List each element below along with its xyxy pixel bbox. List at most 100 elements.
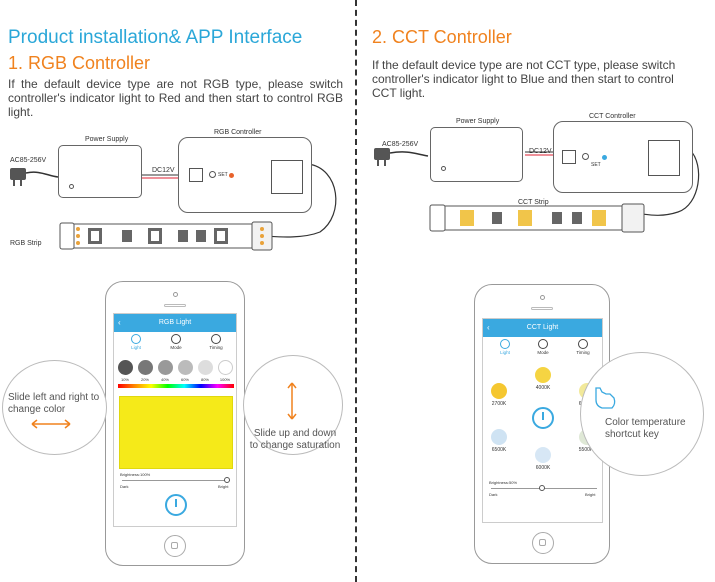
hue-slider[interactable]: [118, 384, 234, 388]
dc-terminal: [189, 168, 203, 182]
cct-preset-label: 5500K: [578, 447, 594, 453]
cct-strip-label: CCT Strip: [518, 199, 549, 206]
bright-label: Bright: [585, 492, 596, 497]
cct-instructions: If the default device type are not CCT t…: [372, 58, 676, 100]
cct-preset-label: 2700K: [491, 401, 507, 407]
cct-phone: ‹ CCT Light Light Mode Timing 4000K 2700…: [474, 284, 610, 564]
dark-label: Dark: [120, 484, 129, 489]
dark-label: Dark: [489, 492, 498, 497]
bulb-icon: [500, 339, 510, 349]
cct-terminal-block: [648, 140, 680, 176]
ac-plug-icon: [10, 168, 59, 186]
ac-plug-icon: [374, 148, 429, 166]
brightness-swatch-100[interactable]: [218, 360, 233, 375]
brightness-swatch-60[interactable]: [178, 360, 193, 375]
color-picker-area[interactable]: [119, 396, 233, 469]
cct-preset-label: 6000K: [535, 465, 551, 471]
camera-icon: [173, 292, 178, 297]
rgb-controller-box: [178, 137, 312, 213]
cct-heading: 2. CCT Controller: [372, 27, 512, 47]
brightness-swatch-80[interactable]: [198, 360, 213, 375]
rgb-terminal-block: [271, 160, 303, 194]
home-button[interactable]: [164, 535, 186, 557]
power-icon[interactable]: [532, 407, 554, 429]
cct-preset-label: 6500K: [491, 447, 507, 453]
rgb-app-bar: ‹ RGB Light: [114, 314, 236, 332]
cct-power-supply-label: Power Supply: [456, 118, 500, 125]
brightness-slider-thumb[interactable]: [224, 477, 230, 483]
cct-wiring-diagram: [374, 148, 700, 233]
speaker-icon: [164, 304, 186, 307]
rgb-instructions: If the default device type are not RGB t…: [8, 77, 343, 119]
percent-label: 80%: [200, 377, 209, 382]
dc-terminal: [562, 150, 576, 164]
cct-preset-6500k[interactable]: [491, 429, 507, 445]
rgb-power-supply-label: Power Supply: [85, 136, 129, 143]
cct-dc-label: DC12V: [529, 148, 552, 155]
rgb-set-label: SET: [218, 172, 228, 178]
page-title: Product installation& APP Interface: [8, 27, 303, 48]
rgb-app-title: RGB Light: [158, 319, 192, 326]
power-led-icon: [441, 166, 446, 171]
tab-timing[interactable]: Timing: [196, 334, 236, 350]
cct-set-label: SET: [591, 162, 601, 168]
cct-controller-box: [553, 121, 693, 193]
rgb-strip-label: RGB Strip: [10, 240, 42, 247]
brightness-swatch-10[interactable]: [118, 360, 133, 375]
camera-icon: [540, 295, 545, 300]
back-icon[interactable]: ‹: [118, 318, 121, 327]
bright-label: Bright: [218, 484, 229, 489]
callout-left-text: Slide left and right to change color: [8, 392, 100, 415]
percent-label: 60%: [180, 377, 189, 382]
red-indicator-icon: [229, 173, 234, 178]
home-button[interactable]: [532, 532, 554, 554]
cct-preset-6000k[interactable]: [535, 447, 551, 463]
percent-label: 100%: [219, 377, 231, 382]
brightness-slider[interactable]: [122, 480, 230, 481]
blue-indicator-icon: [602, 155, 607, 160]
brightness-swatch-40[interactable]: [158, 360, 173, 375]
callout-cct-text: Color temperature shortcut key: [605, 417, 686, 440]
cct-preset-4000k[interactable]: [535, 367, 551, 383]
power-icon[interactable]: [165, 494, 187, 516]
percent-label: 20%: [140, 377, 149, 382]
rgb-heading: 1. RGB Controller: [8, 53, 151, 73]
timer-icon: [211, 334, 221, 344]
bulb-icon: [131, 334, 141, 344]
callout-right-text: Slide up and down to change saturation: [249, 428, 341, 451]
rgb-controller-label: RGB Controller: [214, 129, 262, 136]
tab-mode[interactable]: Mode: [156, 334, 196, 350]
section-divider: [355, 0, 357, 582]
cct-ac-label: AC85-256V: [382, 141, 419, 148]
mode-icon: [538, 339, 548, 349]
strip-leds: [460, 210, 606, 226]
set-button-icon: [209, 171, 216, 178]
cct-preset-label: 4000K: [535, 385, 551, 391]
brightness-slider-thumb[interactable]: [539, 485, 545, 491]
percent-label: 40%: [160, 377, 169, 382]
cct-power-supply: [430, 127, 523, 182]
cct-preset-2700k[interactable]: [491, 383, 507, 399]
callout-right: [243, 355, 343, 455]
rgb-phone: ‹ RGB Light Light Mode Timing 10% 20% 40…: [105, 281, 245, 566]
brightness-swatch-20[interactable]: [138, 360, 153, 375]
swipe-vertical-icon: [287, 382, 297, 420]
set-button-icon: [582, 153, 589, 160]
rgb-wiring-diagram: [10, 163, 337, 251]
percent-label: 10%: [120, 377, 129, 382]
power-led-icon: [69, 184, 74, 189]
tap-hand-icon: [595, 387, 616, 409]
mode-icon: [171, 334, 181, 344]
rgb-app-screen: ‹ RGB Light Light Mode Timing 10% 20% 40…: [113, 313, 237, 527]
brightness-label: Brightness:100%: [120, 472, 151, 477]
tab-light[interactable]: Light: [116, 334, 156, 350]
rgb-dc-label: DC12V: [152, 167, 175, 174]
cct-controller-label: CCT Controller: [589, 113, 636, 120]
tab-mode[interactable]: Mode: [523, 339, 563, 355]
back-icon[interactable]: ‹: [487, 323, 490, 332]
tab-timing[interactable]: Timing: [563, 339, 602, 355]
tab-light[interactable]: Light: [485, 339, 525, 355]
swipe-horizontal-icon: [31, 419, 71, 429]
speaker-icon: [531, 307, 553, 310]
brightness-label: Brightness:50%: [489, 480, 518, 485]
